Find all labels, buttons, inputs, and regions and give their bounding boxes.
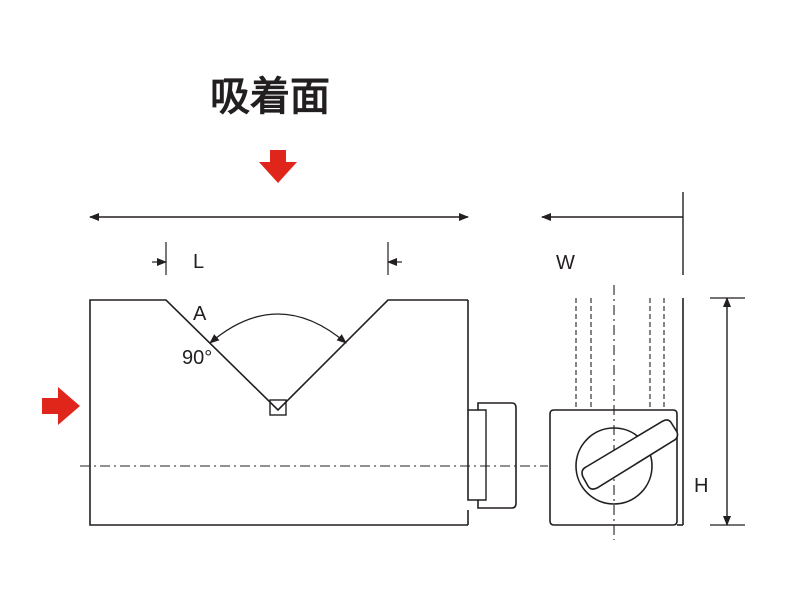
h-label: H: [694, 475, 708, 497]
l-dimension: [152, 242, 402, 275]
front-view-body: [89, 299, 469, 526]
knob-side: [467, 402, 517, 509]
arrow-down-icon: [259, 150, 297, 183]
groove-relief: [269, 399, 287, 416]
a-label: A: [193, 303, 207, 325]
angle-arc: [209, 313, 347, 344]
side-view: [549, 285, 684, 540]
h-dimension: [710, 297, 745, 526]
angle-label: 90°: [182, 347, 212, 369]
w-dimension: [541, 192, 684, 275]
l-label: L: [193, 251, 204, 273]
arrow-right-icon: [42, 387, 80, 425]
diagram-title: 吸着面: [210, 74, 330, 120]
w-label: W: [556, 252, 575, 274]
